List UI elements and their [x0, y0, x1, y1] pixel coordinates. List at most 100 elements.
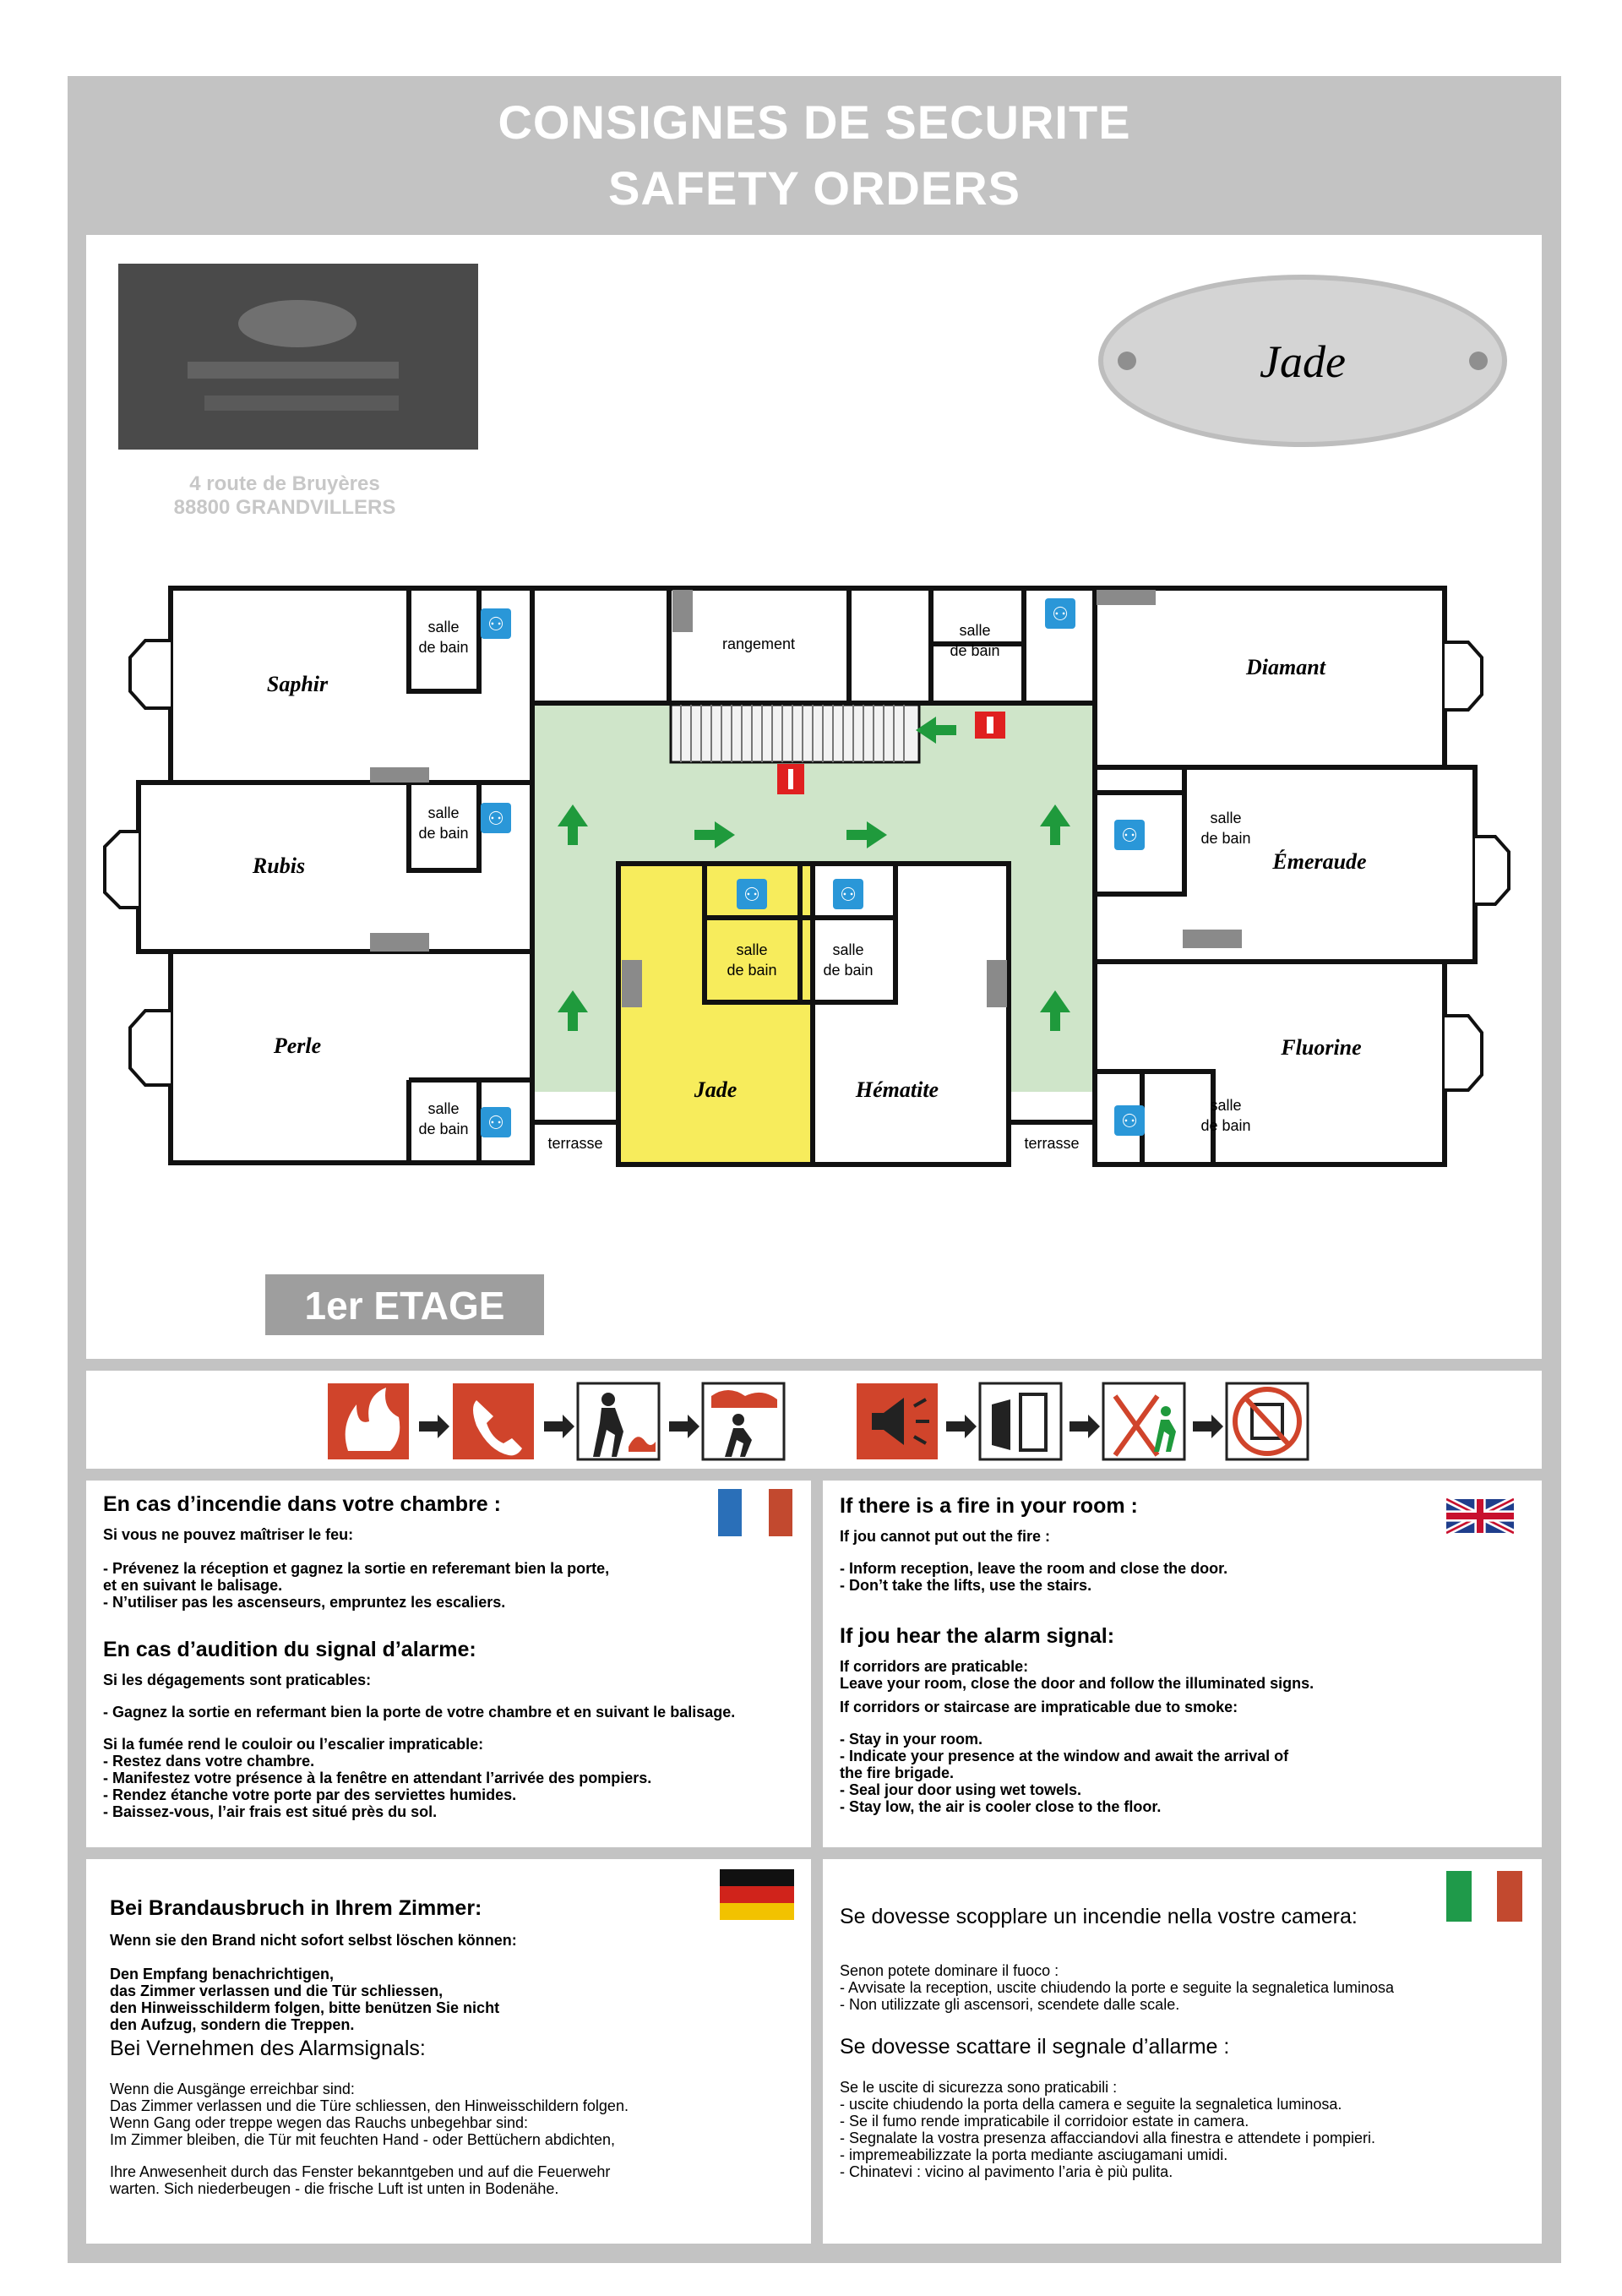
uk-flag-icon — [1446, 1496, 1514, 1536]
fr-heading-alarm: En cas d’audition du signal d’alarme: — [103, 1638, 476, 1661]
pictogram-strip — [86, 1371, 1542, 1469]
bath-label: de bain — [1200, 1117, 1250, 1134]
bath-label: de bain — [727, 962, 776, 979]
bath-label: salle — [736, 941, 767, 958]
staircase — [669, 703, 921, 764]
safety-poster: CONSIGNES DE SECURITE SAFETY ORDERS 4 ro… — [68, 76, 1561, 2263]
fr-subheading-smoke: Si la fumée rend le couloir ou l’escalie… — [103, 1736, 484, 1753]
it-body-fire: Senon potete dominare il fuoco : - Avvis… — [840, 1962, 1395, 2013]
room-hematite: Hématite — [855, 1077, 939, 1102]
arrow-up-icon — [1040, 804, 1070, 845]
wc-icon: ⚇ — [487, 614, 504, 635]
evacuation-arrows — [558, 717, 1070, 1031]
sanitary-icons: ⚇ ⚇ ⚇ ⚇ ⚇ ⚇ ⚇ ⚇ — [481, 598, 1145, 1137]
storage-label: rangement — [722, 635, 795, 652]
de-heading-fire: Bei Brandausbruch in Ihrem Zimmer: — [110, 1896, 482, 1920]
floor-plan: 4 route de Bruyères 88800 GRANDVILLERS J… — [103, 264, 1510, 1335]
room-saphir: Saphir — [267, 672, 329, 696]
current-room-highlight — [618, 864, 813, 1164]
en-body-fire: - Inform reception, leave the room and c… — [840, 1560, 1228, 1594]
bath-label: salle — [1210, 810, 1241, 826]
en-heading-alarm: If jou hear the alarm signal: — [840, 1624, 1115, 1648]
hotel-logo — [118, 264, 478, 450]
fr-body-alarm: - Gagnez la sortie en refermant bien la … — [103, 1704, 736, 1721]
terrace-label: terrasse — [547, 1135, 602, 1152]
it-body-alarm: Se le uscite di sicurezza sono praticabi… — [840, 2079, 1376, 2180]
bath-label: de bain — [418, 639, 468, 656]
en-subheading-fire: If jou cannot put out the fire : — [840, 1528, 1050, 1545]
en-heading-fire: If there is a fire in your room : — [840, 1494, 1138, 1518]
wc-icon: ⚇ — [1121, 826, 1138, 847]
bath-label: salle — [427, 1100, 459, 1117]
arrow-up-icon — [558, 804, 588, 845]
bath-label: de bain — [418, 1121, 468, 1137]
pictograms — [328, 1382, 1309, 1461]
floor-plan-panel: 4 route de Bruyères 88800 GRANDVILLERS J… — [86, 235, 1542, 1359]
wc-icon: ⚇ — [1121, 1111, 1138, 1132]
extinguisher-icons — [777, 712, 1005, 794]
wc-icon: ⚇ — [487, 809, 504, 830]
exit-icon — [1102, 1382, 1186, 1461]
de-heading-alarm: Bei Vernehmen des Alarmsignals: — [110, 2037, 426, 2060]
bath-label: salle — [959, 622, 990, 639]
alarm-procedure — [857, 1382, 1309, 1461]
en-body-smoke: - Stay in your room. - Indicate your pre… — [840, 1731, 1289, 1815]
room-rubis: Rubis — [252, 854, 305, 878]
instructions-english: If there is a fire in your room : If jou… — [823, 1481, 1542, 1847]
floor-label-box — [265, 1274, 544, 1335]
hotel-address-line1: 4 route de Bruyères — [189, 472, 379, 495]
title-french: CONSIGNES DE SECURITE — [498, 95, 1131, 149]
en-subheading-smoke: If corridors or staircase are impraticab… — [840, 1699, 1238, 1715]
room-plate-name: Jade — [1260, 336, 1346, 387]
bath-label: salle — [427, 804, 459, 821]
bath-label: de bain — [950, 642, 999, 659]
fr-heading-fire: En cas d’incendie dans votre chambre : — [103, 1492, 501, 1516]
fr-subheading-fire: Si vous ne pouvez maîtriser le feu: — [103, 1526, 354, 1543]
de-body-alarm: Wenn die Ausgänge erreichbar sind: Das Z… — [110, 2081, 629, 2148]
bath-label: de bain — [823, 962, 873, 979]
bath-label: de bain — [1200, 830, 1250, 847]
wc-icon: ⚇ — [487, 1113, 504, 1134]
phone-icon — [453, 1383, 534, 1459]
hotel-address-line2: 88800 GRANDVILLERS — [174, 496, 396, 519]
bath-label: salle — [832, 941, 863, 958]
instructions-italian: Se dovesse scopplare un incendie nella v… — [823, 1859, 1542, 2244]
de-body-fire: Den Empfang benachrichtigen, das Zimmer … — [110, 1966, 500, 2033]
window-bays — [103, 639, 1510, 1092]
wc-icon: ⚇ — [743, 885, 760, 906]
arrow-right-icon — [846, 821, 887, 848]
arrow-right-icon — [694, 821, 735, 848]
germany-flag-icon — [720, 1869, 794, 1920]
fr-body-fire: - Prévenez la réception et gagnez la sor… — [103, 1560, 610, 1611]
en-body-alarm: If corridors are praticable: Leave your … — [840, 1658, 1314, 1692]
bath-label: salle — [1210, 1097, 1241, 1114]
room-perle: Perle — [273, 1033, 321, 1058]
de-body-smoke: Ihre Anwesenheit durch das Fenster bekan… — [110, 2163, 611, 2197]
instructions-german: Bei Brandausbruch in Ihrem Zimmer: Wenn … — [86, 1859, 811, 2244]
arrow-left-icon — [916, 717, 956, 744]
de-subheading-fire: Wenn sie den Brand nicht sofort selbst l… — [110, 1932, 517, 1949]
fr-subheading-alarm: Si les dégagements sont praticables: — [103, 1672, 372, 1688]
room-jade: Jade — [694, 1077, 738, 1102]
terrace-label: terrasse — [1024, 1135, 1079, 1152]
fire-procedure — [328, 1382, 786, 1461]
room-emeraude: Émeraude — [1271, 849, 1366, 874]
title-english: SAFETY ORDERS — [607, 161, 1021, 215]
floor-label: 1er ETAGE — [305, 1284, 505, 1328]
wc-icon: ⚇ — [840, 885, 857, 906]
arrow-up-icon — [558, 990, 588, 1031]
door-markers — [370, 590, 1242, 1007]
bath-label: de bain — [418, 825, 468, 842]
fr-body-smoke: - Restez dans votre chambre. - Manifeste… — [103, 1753, 652, 1820]
france-flag-icon — [718, 1489, 792, 1536]
wc-icon: ⚇ — [1052, 604, 1069, 625]
no-lift-icon — [1225, 1382, 1309, 1461]
room-diamant: Diamant — [1245, 655, 1326, 679]
room-plate: Jade — [1098, 275, 1507, 447]
bath-label: salle — [427, 619, 459, 635]
it-heading-alarm: Se dovesse scattare il segnale d’allarme… — [840, 2035, 1230, 2059]
it-heading-fire: Se dovesse scopplare un incendie nella v… — [840, 1905, 1358, 1928]
room-fluorine: Fluorine — [1280, 1035, 1361, 1060]
arrow-up-icon — [1040, 990, 1070, 1031]
italy-flag-icon — [1446, 1871, 1522, 1922]
